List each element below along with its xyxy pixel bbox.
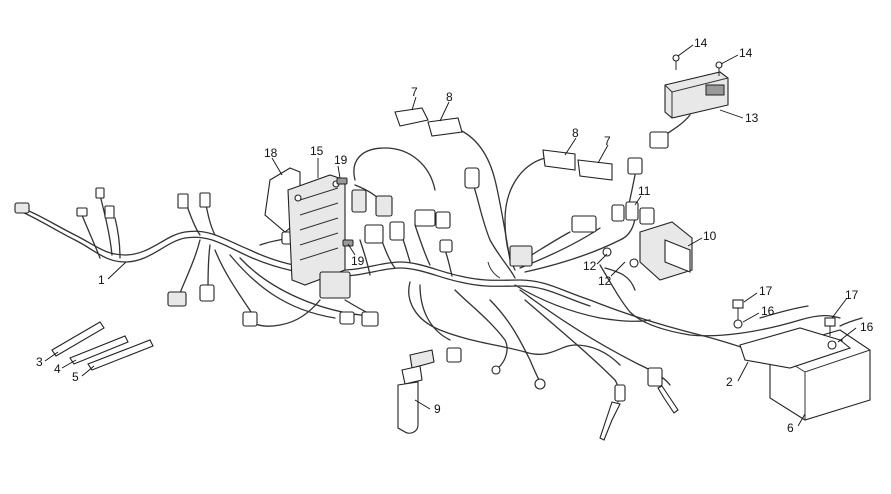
harness-connectors xyxy=(14,157,679,441)
callout-17-right: 17 xyxy=(845,288,859,302)
callout-19-upper: 19 xyxy=(334,153,348,167)
callout-15: 15 xyxy=(310,144,324,158)
screw-19-a xyxy=(336,177,348,185)
ring-terminal-a xyxy=(491,365,501,375)
connector-mid-f xyxy=(414,209,436,227)
callout-7-right: 7 xyxy=(604,134,611,148)
sensor-probe-b xyxy=(657,385,679,414)
leader-lines xyxy=(44,44,857,427)
connector-8-left xyxy=(427,117,463,137)
connector-lower-a xyxy=(167,291,187,307)
fuse-holder-11-a xyxy=(611,204,625,222)
sensor-probe-a xyxy=(599,401,621,441)
callout-8-left: 8 xyxy=(446,90,453,104)
sensor-connector-b xyxy=(614,384,626,402)
cable-tie-5 xyxy=(87,339,154,371)
callout-16-right: 16 xyxy=(860,320,874,334)
sensor-connector-a xyxy=(647,367,663,387)
connector-small-c xyxy=(104,205,115,219)
connector-lower-f xyxy=(446,347,462,363)
screw-14-b xyxy=(715,61,723,76)
ring-terminal-d xyxy=(629,258,639,268)
callout-6: 6 xyxy=(787,421,794,435)
callout-8-right: 8 xyxy=(572,126,579,140)
connector-lower-b xyxy=(199,284,215,302)
callout-18: 18 xyxy=(264,146,278,160)
connector-right-a xyxy=(571,215,597,233)
connector-mid-h xyxy=(439,239,453,253)
connector-lower-e xyxy=(361,311,379,327)
callout-14-right: 14 xyxy=(739,46,753,60)
connector-lower-d xyxy=(339,311,355,325)
ring-terminal-b xyxy=(534,378,546,390)
front-connector-left xyxy=(14,202,30,214)
connector-pair-b xyxy=(199,192,211,208)
callout-11: 11 xyxy=(638,184,651,198)
relay-block xyxy=(319,271,351,299)
callout-13: 13 xyxy=(745,111,759,125)
battery-cable-right xyxy=(839,317,863,327)
callout-7-left: 7 xyxy=(411,85,418,99)
fuse-holder-11-c xyxy=(639,207,655,225)
connector-mid-b xyxy=(351,189,367,213)
callout-17-left: 17 xyxy=(759,284,773,298)
control-unit-15 xyxy=(287,174,346,286)
callout-4: 4 xyxy=(54,362,61,376)
connector-mid-d xyxy=(364,224,384,244)
ring-terminal-c xyxy=(602,247,612,257)
callout-1: 1 xyxy=(98,273,105,287)
callout-9: 9 xyxy=(434,402,441,416)
callout-5: 5 xyxy=(72,370,79,384)
connector-right-b xyxy=(627,157,643,175)
connector-8-right xyxy=(542,149,576,171)
callout-labels: 1 2 3 4 5 6 7 7 8 8 9 10 11 12 12 13 14 … xyxy=(36,36,874,435)
connector-mid-e xyxy=(389,221,405,241)
connector-small-b xyxy=(95,187,105,199)
connector-7-left xyxy=(394,107,429,127)
fuse-box-10 xyxy=(639,221,693,281)
callout-19-lower: 19 xyxy=(351,254,365,268)
junction-block xyxy=(509,245,533,267)
washer-16-right xyxy=(827,340,837,350)
connector-pair-a xyxy=(177,193,189,209)
connector-mid-g xyxy=(435,211,451,229)
bolt-17-left xyxy=(732,299,744,320)
battery-bracket-2 xyxy=(739,327,852,369)
connector-upper-a xyxy=(464,167,480,189)
callout-12-left: 12 xyxy=(583,259,597,273)
screw-19-b xyxy=(342,239,354,247)
washer-16-left xyxy=(733,319,743,329)
connector-7-right xyxy=(577,159,613,181)
connector-mid-c xyxy=(375,195,393,217)
battery-cable-left xyxy=(759,305,809,319)
ignition-coil-9 xyxy=(397,349,435,434)
module-13 xyxy=(664,71,729,119)
fuse-holder-11-b xyxy=(625,201,639,221)
bolt-17-right xyxy=(824,317,836,336)
callout-10: 10 xyxy=(703,229,717,243)
callout-12-right: 12 xyxy=(598,274,612,288)
callout-3: 3 xyxy=(36,355,43,369)
connector-lower-c xyxy=(242,311,258,327)
module-13-connector xyxy=(649,131,669,149)
callout-14-left: 14 xyxy=(694,36,708,50)
connector-small-a xyxy=(76,207,88,217)
screw-14-a xyxy=(672,54,680,70)
callout-16-left: 16 xyxy=(761,304,775,318)
callout-2: 2 xyxy=(726,375,733,389)
